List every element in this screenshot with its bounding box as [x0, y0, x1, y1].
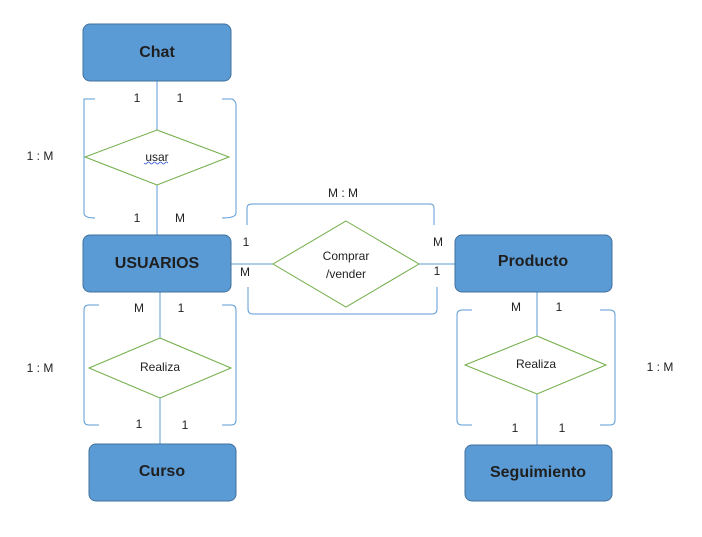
entity-chat-box[interactable] [82, 23, 232, 82]
relationship-realiza-seg-label: Realiza [516, 357, 556, 371]
cardinality-seguimiento-overall: 1 : M [647, 360, 674, 374]
cardinality-seg-left: 1 [512, 421, 519, 435]
entity-chat[interactable]: Chat [82, 23, 232, 82]
entity-seguimiento-label: Seguimiento [490, 464, 586, 481]
cardinality-compra-producto-bottom: 1 [434, 264, 441, 278]
curso-right-bracket [222, 304, 237, 426]
cardinality-curso-right: 1 [182, 418, 189, 432]
relationship-realiza-curso[interactable]: Realiza [87, 337, 233, 399]
entity-producto-label: Producto [498, 253, 568, 270]
entity-curso-label: Curso [139, 463, 185, 480]
relationship-comprar-label-line2: /vender [326, 267, 366, 281]
cardinality-producto-seg-right: 1 [556, 300, 563, 314]
seg-right-bracket [600, 309, 616, 426]
entity-producto-box[interactable] [454, 234, 613, 293]
compra-bottom-bracket [247, 287, 438, 315]
cardinality-chat-left: 1 [134, 91, 141, 105]
connector-lines [83, 81, 616, 445]
compra-top-bracket [246, 203, 435, 225]
cardinality-producto-seg-left: M [511, 300, 521, 314]
entity-usuarios[interactable]: USUARIOS [82, 234, 232, 293]
relationship-comprar-diamond[interactable] [272, 220, 420, 308]
cardinality-chat-right: 1 [177, 91, 184, 105]
cardinality-labels: 1 : M 1 1 1 M M : M 1 M M 1 1 : M M 1 1 … [27, 91, 674, 435]
cardinality-usuarios-curso-right: 1 [178, 301, 185, 315]
spellcheck-underline [143, 161, 169, 165]
relationship-comprar-label-line1: Comprar [323, 249, 370, 263]
seg-left-bracket [456, 309, 472, 426]
cardinality-usuarios-chat-right: M [175, 211, 185, 225]
cardinality-compra-overall: M : M [328, 186, 358, 200]
cardinality-curso-left: 1 [136, 417, 143, 431]
relationship-realiza-seguimiento[interactable]: Realiza [463, 335, 608, 395]
entity-producto[interactable]: Producto [454, 234, 613, 293]
entity-curso-box[interactable] [88, 443, 237, 502]
chat-right-bracket [221, 98, 237, 219]
cardinality-compra-producto-top: M [433, 235, 443, 249]
entity-usuarios-label: USUARIOS [115, 255, 200, 272]
cardinality-compra-usuarios-bottom: M [240, 265, 250, 279]
cardinality-curso-overall: 1 : M [27, 361, 54, 375]
entity-chat-label: Chat [139, 44, 175, 61]
entity-usuarios-box[interactable] [82, 234, 232, 293]
relationship-realiza-curso-diamond[interactable] [87, 337, 233, 399]
chat-left-bracket [83, 98, 96, 219]
relationship-usar-label: usar [145, 150, 168, 164]
cardinality-compra-usuarios-top: 1 [243, 235, 250, 249]
relationship-usar-diamond[interactable] [83, 129, 231, 186]
relationship-realiza-seg-diamond[interactable] [463, 335, 608, 395]
cardinality-chat-overall: 1 : M [27, 149, 54, 163]
cardinality-usuarios-curso-left: M [134, 301, 144, 315]
relationship-usar[interactable]: usar [83, 129, 231, 186]
entity-curso[interactable]: Curso [88, 443, 237, 502]
relationship-comprar-vender[interactable]: Comprar /vender [272, 220, 420, 308]
relationship-realiza-curso-label: Realiza [140, 360, 180, 374]
cardinality-usuarios-chat-left: 1 [134, 211, 141, 225]
entity-seguimiento[interactable]: Seguimiento [464, 444, 613, 502]
curso-left-bracket [83, 304, 99, 426]
entity-seguimiento-box[interactable] [464, 444, 613, 502]
cardinality-seg-right: 1 [559, 421, 566, 435]
